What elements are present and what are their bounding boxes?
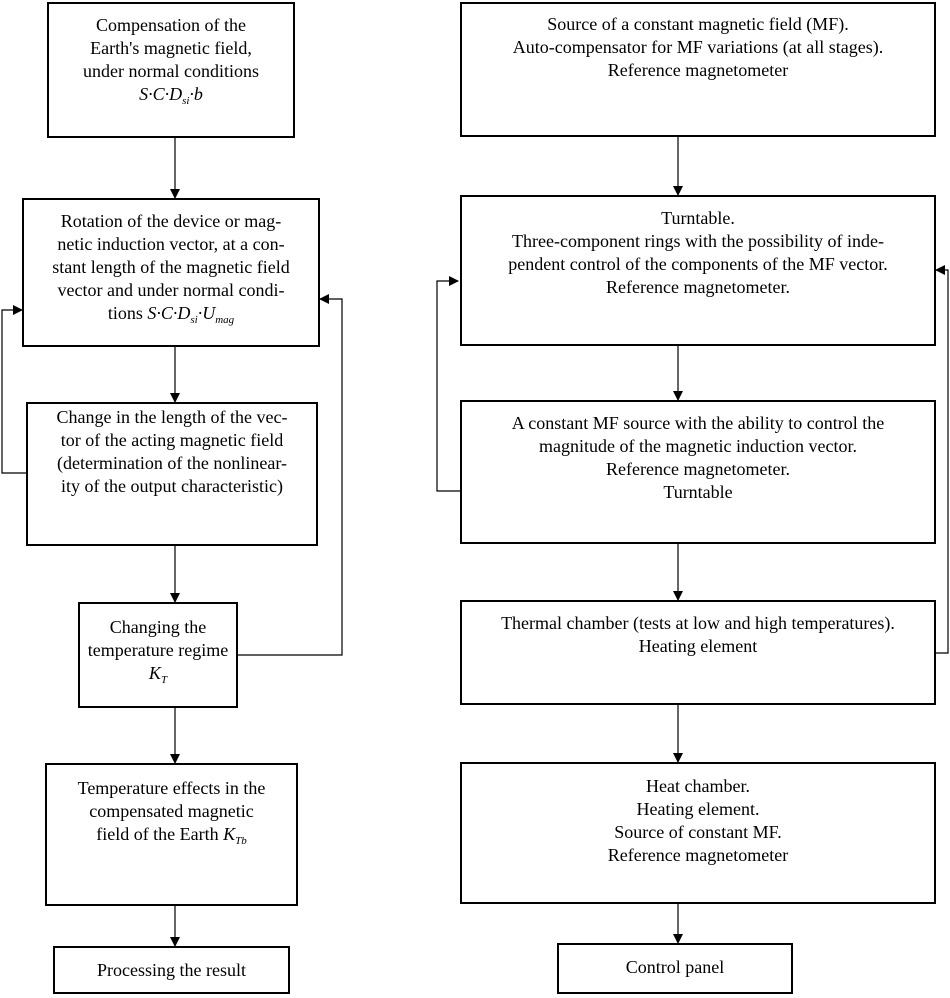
rotation-line-1: Rotation of the device or mag- xyxy=(60,211,282,231)
turntable-line-3: pendent control of the components of the… xyxy=(508,254,888,274)
mf-source-line-1: Source of a constant magnetic field (MF)… xyxy=(547,14,849,34)
rotation-line-4: vector and under normal condi- xyxy=(57,280,285,300)
heat-chamber-line-3: Source of constant MF. xyxy=(614,822,782,842)
mf-source-box: Source of a constant magnetic field (MF)… xyxy=(460,2,936,137)
compensation-line-1: Compensation of the xyxy=(96,15,246,35)
temperature-effects-formula: field of the Earth KTb xyxy=(96,824,247,847)
constant-mf-source-line-2: magnitude of the magnetic induction vect… xyxy=(539,436,857,456)
temperature-effects-line-2: compensated magnetic xyxy=(89,801,254,821)
compensation-formula: S·C·Dsi·b xyxy=(139,84,203,107)
change-length-line-4: ity of the output characteristic) xyxy=(61,476,283,496)
turntable-line-4: Reference magnetometer. xyxy=(606,277,790,297)
processing-box: Processing the result xyxy=(53,946,290,994)
change-length-line-3: (determination of the nonlinear- xyxy=(56,453,288,473)
thermal-chamber-line-2: Heating element xyxy=(638,636,758,656)
rotation-formula: tions S·C·Dsi·Umag xyxy=(107,303,235,326)
heat-chamber-line-2: Heating element. xyxy=(636,799,760,819)
temperature-regime-formula: KT xyxy=(148,663,168,686)
mf-source-line-3: Reference magnetometer xyxy=(607,60,789,80)
rotation-line-3: stant length of the magnetic field xyxy=(52,257,290,277)
thermal-chamber-line-1: Thermal chamber (tests at low and high t… xyxy=(501,613,895,633)
thermal-chamber-box: Thermal chamber (tests at low and high t… xyxy=(460,600,936,705)
temperature-regime-line-2: temperature regime xyxy=(87,640,229,660)
control-panel-box: Control panel xyxy=(557,943,793,994)
compensation-box: Compensation of the Earth's magnetic fie… xyxy=(47,2,295,138)
constant-mf-source-box: A constant MF source with the ability to… xyxy=(460,400,936,544)
turntable-box: Turntable. Three-component rings with th… xyxy=(460,195,936,346)
rotation-box: Rotation of the device or mag- netic ind… xyxy=(22,198,320,347)
change-length-line-1: Change in the length of the vec- xyxy=(56,407,288,427)
mf-source-line-2: Auto-compensator for MF variations (at a… xyxy=(512,37,884,57)
turntable-line-2: Three-component rings with the possibili… xyxy=(512,231,884,251)
rotation-line-2: netic induction vector, at a con- xyxy=(57,234,285,254)
change-length-box: Change in the length of the vec- tor of … xyxy=(26,402,318,546)
loop-thermal-to-turntable xyxy=(935,265,949,654)
loop-regime-to-rotation xyxy=(238,294,343,656)
processing-label: Processing the result xyxy=(97,960,246,980)
heat-chamber-line-4: Reference magnetometer xyxy=(607,845,789,865)
compensation-line-2: Earth's magnetic field, xyxy=(90,38,252,58)
control-panel-label: Control panel xyxy=(625,957,725,977)
turntable-line-1: Turntable. xyxy=(661,208,735,228)
loop-constant-to-turntable xyxy=(436,276,460,492)
constant-mf-source-line-3: Reference magnetometer. xyxy=(606,459,790,479)
change-length-line-2: tor of the acting magnetic field xyxy=(60,430,284,450)
heat-chamber-box: Heat chamber. Heating element. Source of… xyxy=(460,762,936,904)
constant-mf-source-line-4: Turntable xyxy=(663,482,733,502)
constant-mf-source-line-1: A constant MF source with the ability to… xyxy=(511,413,885,433)
temperature-regime-box: Changing the temperature regime KT xyxy=(78,602,238,708)
temperature-effects-line-1: Temperature effects in the xyxy=(77,778,266,798)
temperature-regime-line-1: Changing the xyxy=(109,617,207,637)
temperature-effects-box: Temperature effects in the compensated m… xyxy=(45,763,298,906)
compensation-line-3: under normal conditions xyxy=(83,61,259,81)
loop-change-to-rotation xyxy=(1,305,26,474)
heat-chamber-line-1: Heat chamber. xyxy=(646,776,750,796)
